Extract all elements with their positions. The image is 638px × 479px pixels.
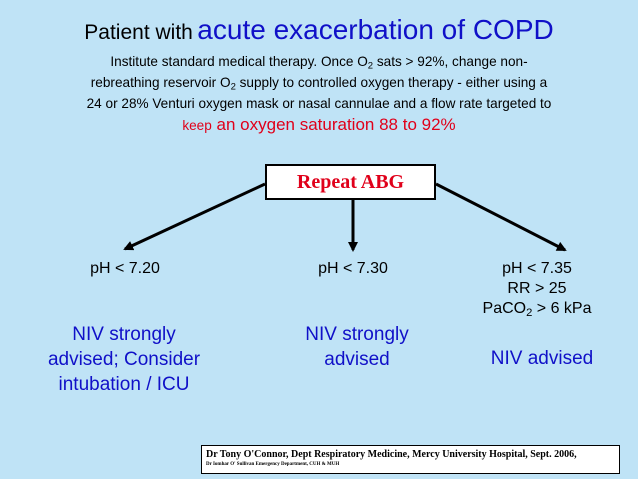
- branch-1-criteria: pH < 7.20: [90, 260, 160, 277]
- branch-2-criteria: pH < 7.30: [318, 260, 388, 277]
- branch-3-advice: NIV advised: [490, 348, 594, 369]
- repeat-abg-box: Repeat ABG: [265, 164, 436, 200]
- branch-2-advice: NIV strongly advised: [305, 324, 409, 370]
- branch-3-criteria: pH < 7.35 RR > 25 PaCO2 > 6 kPa: [482, 260, 592, 319]
- arrow-left: [123, 182, 266, 251]
- credit-line-2: Dr Iomhar O' Sullivan Emergency Departme…: [206, 462, 340, 467]
- intro-line-3: 24 or 28% Venturi oxygen mask or nasal c…: [86, 96, 552, 111]
- intro-line-4: keep an oxygen saturation 88 to 92%: [182, 115, 456, 134]
- repeat-abg-label: Repeat ABG: [296, 170, 405, 193]
- arrow-right: [435, 182, 567, 252]
- credit-box: Dr Tony O'Connor, Dept Respiratory Medic…: [201, 445, 620, 474]
- intro-line-2: rebreathing reservoir O2 supply to contr…: [90, 75, 548, 93]
- title-highlight: acute exacerbation of COPD: [197, 14, 554, 45]
- intro-text: Institute standard medical therapy. Once…: [18, 51, 620, 136]
- intro-line-1: Institute standard medical therapy. Once…: [110, 54, 528, 72]
- title-prefix: Patient with: [84, 21, 193, 44]
- credit-line-1: Dr Tony O'Connor, Dept Respiratory Medic…: [206, 449, 577, 460]
- slide-title: Patient with acute exacerbation of COPD: [0, 14, 638, 46]
- branch-1-advice: NIV strongly advised; Consider intubatio…: [47, 324, 201, 395]
